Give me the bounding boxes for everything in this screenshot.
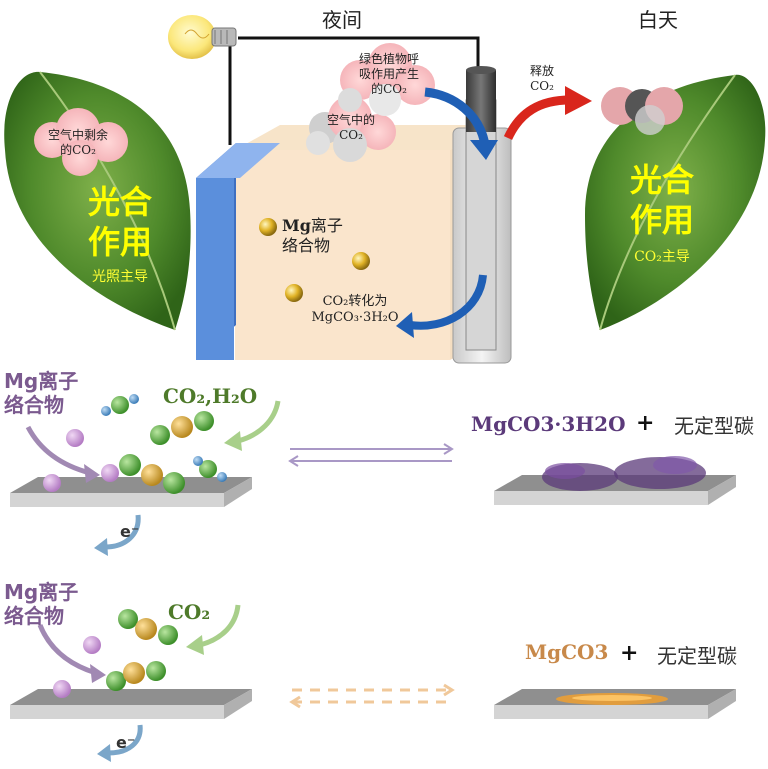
conversion-line1: CO₂转化为 (322, 294, 388, 309)
release-arrow-icon (503, 86, 592, 141)
right-leaf-title-line2: 作用 (629, 201, 694, 239)
row2-carbon: 无定型碳 (657, 644, 737, 668)
row1-curved-arrows (25, 400, 281, 556)
cloud-left-leaf (34, 108, 128, 176)
mg-particle-icon (259, 218, 370, 302)
row2-scene (10, 604, 736, 762)
light-bulb-icon (168, 15, 237, 59)
mg-complex-bold: Mg (282, 216, 311, 235)
mg-complex-line2: 络合物 (282, 236, 331, 255)
left-leaf-title-line1: 光合 (87, 183, 152, 221)
purple-deposit (542, 456, 706, 491)
plant-cloud-line2: 吸作用产生 (358, 67, 419, 81)
air-cloud-line2: CO₂ (339, 128, 363, 142)
conversion-label: CO₂转化为 MgCO₃·3H₂O (310, 294, 400, 326)
right-leaf-title: 光合 作用 (612, 160, 712, 240)
cloud-air-co2 (306, 96, 396, 162)
row2-curved-arrows (37, 604, 241, 762)
row1-reactants: CO₂,H₂O (163, 384, 258, 408)
cloud-plant-co2 (338, 43, 435, 116)
plant-cloud-line1: 绿色植物呼 (358, 52, 419, 66)
row2-mg-line2: 络合物 (4, 604, 64, 628)
release-line2: CO₂ (530, 79, 554, 93)
mg-complex-label: Mg离子 络合物 (282, 216, 343, 256)
molecules-row2 (53, 609, 178, 698)
row1-product: MgCO3·3H2O (471, 412, 626, 436)
reversible-arrow-icon (288, 443, 454, 467)
co2-molecule-icon (601, 87, 683, 135)
row1-plus: + (636, 410, 655, 436)
row2-reactants: CO₂ (168, 600, 211, 624)
left-leaf-subtitle: 光照主导 (92, 269, 148, 285)
release-label: 释放 CO₂ (520, 64, 564, 94)
left-cloud-line1: 空气中剩余 (47, 128, 108, 142)
row1-mg-label: Mg离子 络合物 (4, 369, 78, 417)
release-line1: 释放 (529, 64, 554, 78)
right-leaf-subtitle: CO₂主导 (634, 249, 690, 265)
row2-mg-line1: Mg离子 (4, 580, 79, 604)
row1-mg-line1: Mg离子 (4, 369, 79, 393)
top-scene (4, 15, 766, 364)
plant-cloud-text: 绿色植物呼 吸作用产生 的CO₂ (344, 52, 434, 97)
left-cloud-line2: 的CO₂ (60, 143, 96, 157)
reversible-arrow-dashed-icon (289, 683, 455, 709)
row1-carbon: 无定型碳 (674, 414, 754, 438)
electrode-icon (196, 143, 280, 360)
day-label: 白天 (638, 8, 678, 32)
orange-deposit (556, 693, 668, 705)
molecules-row1 (43, 394, 227, 494)
right-leaf-icon (585, 74, 766, 331)
air-cloud-text: 空气中的 CO₂ (316, 113, 386, 143)
row2-plus: + (620, 640, 639, 666)
left-leaf-title: 光合 作用 (70, 182, 170, 262)
row2-mg-label: Mg离子 络合物 (4, 580, 78, 628)
substrate-left-2 (10, 689, 252, 719)
plant-cloud-line3: 的CO₂ (371, 82, 407, 96)
row1-mg-line2: 络合物 (4, 393, 64, 417)
right-leaf-title-line1: 光合 (629, 161, 694, 199)
air-cloud-line1: 空气中的 (326, 113, 375, 127)
row2-electron: e⁻ (116, 733, 136, 752)
night-label: 夜间 (322, 8, 362, 32)
row2-product: MgCO3 (525, 640, 609, 664)
conversion-line2: MgCO₃·3H₂O (311, 310, 399, 325)
row1-electron: e⁻ (120, 522, 140, 541)
left-leaf-title-line2: 作用 (87, 223, 152, 261)
row1-scene (10, 394, 736, 556)
left-cloud-text: 空气中剩余 的CO₂ (38, 128, 118, 158)
mg-complex-rest: 离子 (310, 216, 343, 235)
substrate-left (10, 477, 252, 507)
curved-arrow-icon (396, 87, 498, 338)
